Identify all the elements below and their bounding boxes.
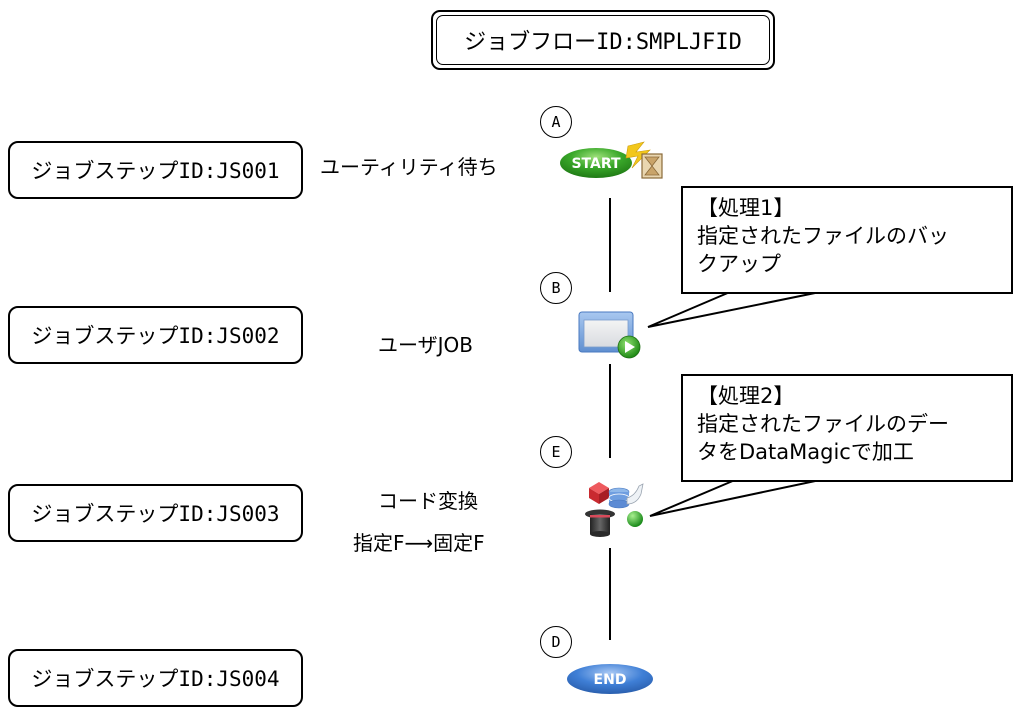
- job-step-box-js001: ジョブステップID:JS001: [8, 141, 303, 199]
- callout-2-line1: 指定されたファイルのデー: [697, 412, 949, 436]
- callout-2-pointer: [649, 479, 821, 517]
- step-description-js003-line1: コード変換: [378, 489, 478, 513]
- connector-line-e-d: [609, 548, 611, 640]
- step-marker-a: A: [540, 106, 572, 138]
- callout-2-heading: 【処理2】: [697, 384, 795, 408]
- start-icon[interactable]: START: [558, 138, 666, 184]
- user-job-icon[interactable]: [577, 310, 643, 360]
- connector-line-b-e: [609, 364, 611, 458]
- end-icon-text: END: [594, 672, 627, 688]
- start-icon-text: START: [571, 156, 621, 172]
- step-description-js001: ユーティリティ待ち: [320, 155, 498, 179]
- job-step-box-js004: ジョブステップID:JS004: [8, 649, 303, 707]
- callout-1-heading: 【処理1】: [697, 196, 795, 220]
- step-marker-e: E: [540, 436, 572, 468]
- job-flow-title: ジョブフローID:SMPLJFID: [436, 15, 770, 65]
- job-flow-title-box: ジョブフローID:SMPLJFID: [431, 10, 775, 70]
- cube-icon: [589, 482, 609, 504]
- connector-line-a-b: [609, 198, 611, 292]
- callout-2-line2: タをDataMagicで加工: [697, 440, 914, 464]
- step-marker-b: B: [540, 272, 572, 304]
- callout-process-1: 【処理1】 指定されたファイルのバッ クアップ: [681, 186, 1013, 294]
- datamagic-icon[interactable]: [583, 476, 649, 542]
- callout-1-line1: 指定されたファイルのバッ: [697, 224, 949, 248]
- database-icon: [608, 487, 630, 509]
- callout-1-line2: クアップ: [697, 252, 781, 276]
- job-step-box-js002: ジョブステップID:JS002: [8, 306, 303, 364]
- callout-process-2: 【処理2】 指定されたファイルのデー タをDataMagicで加工: [681, 374, 1013, 482]
- step-description-js003-line2: 指定F⟶固定F: [353, 531, 485, 555]
- callout-1-pointer: [647, 291, 821, 328]
- step-description-js002: ユーザJOB: [378, 333, 473, 357]
- step-marker-d: D: [540, 626, 572, 658]
- end-icon[interactable]: END: [566, 662, 656, 698]
- job-step-box-js003: ジョブステップID:JS003: [8, 484, 303, 542]
- magic-hat-icon: [585, 509, 615, 537]
